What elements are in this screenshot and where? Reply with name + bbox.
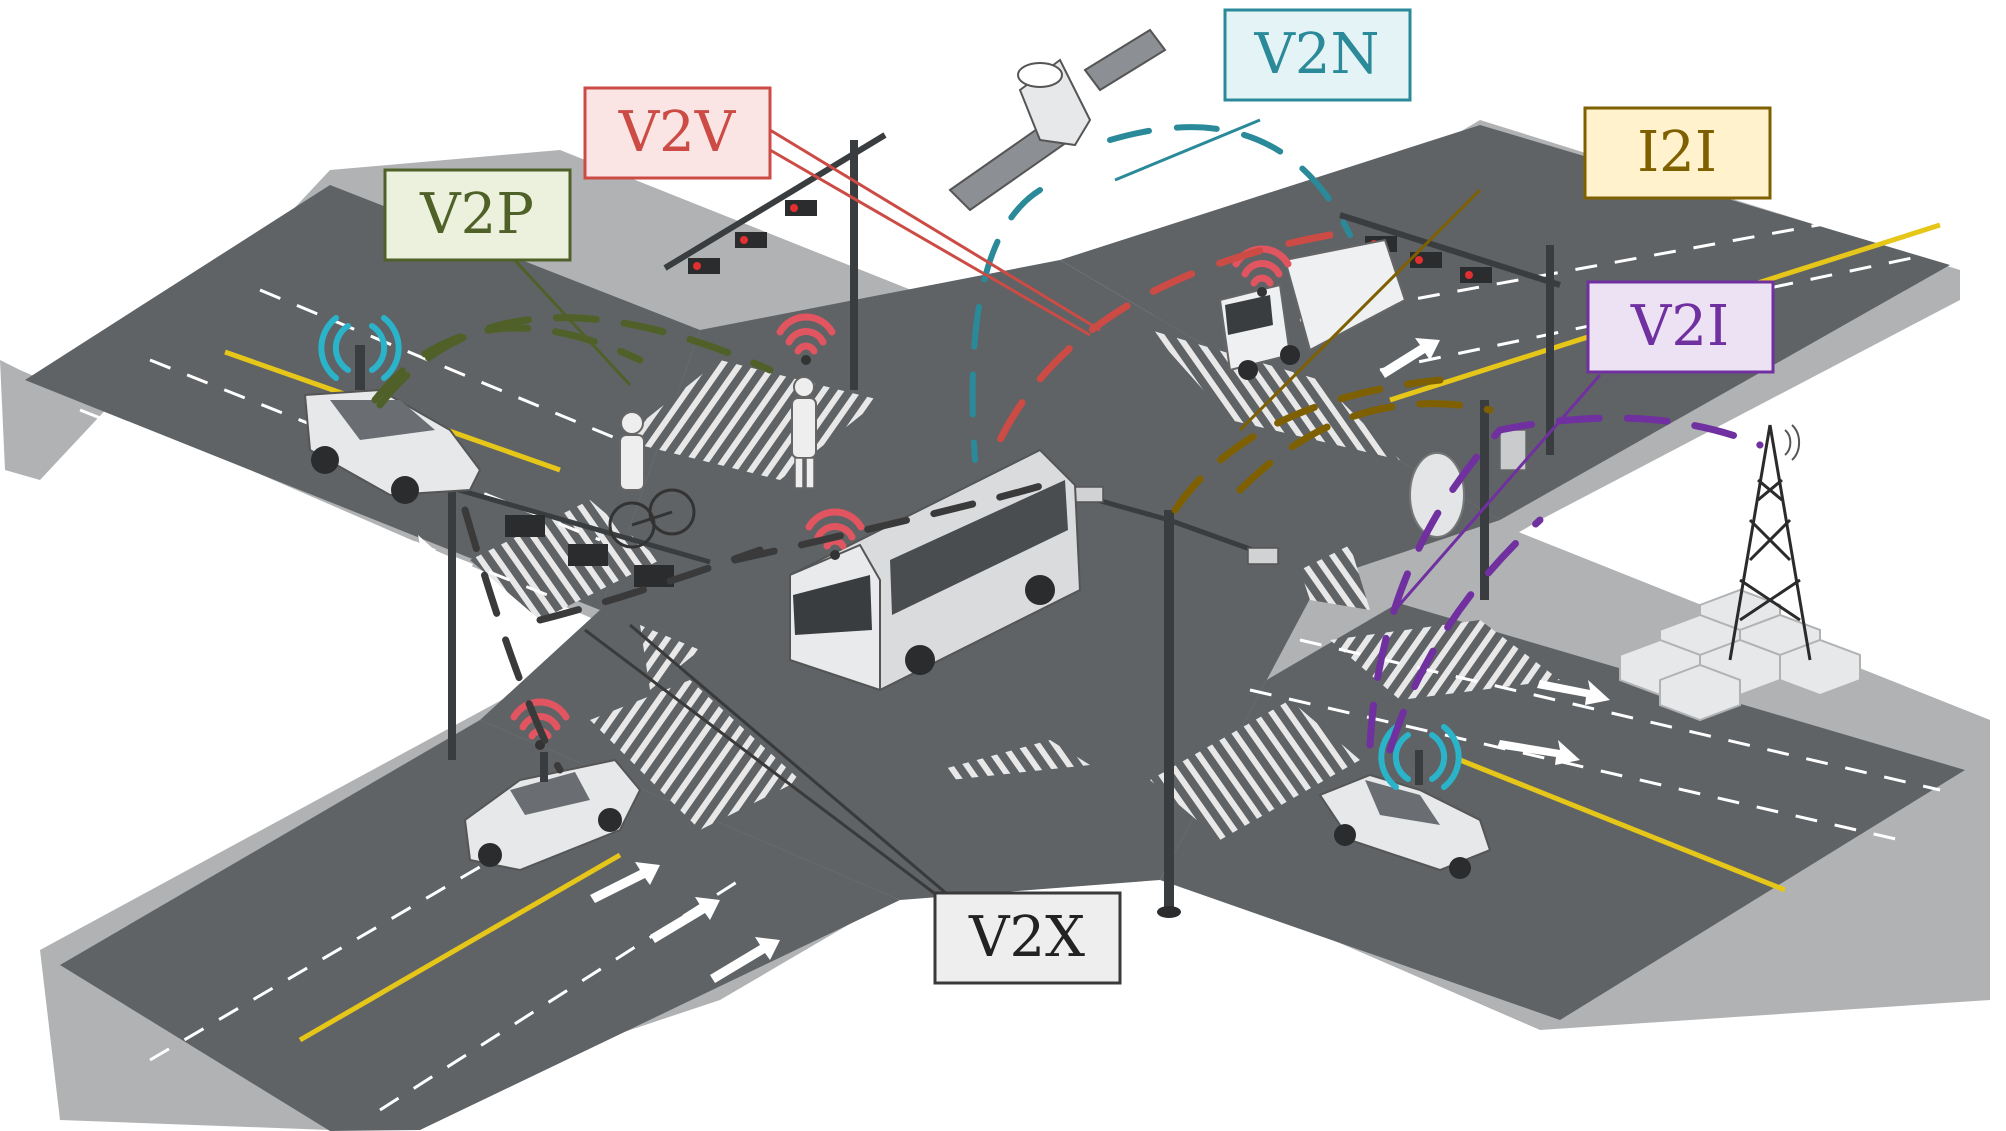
v2p-pointer xyxy=(508,253,632,387)
pedestrian-standing xyxy=(791,376,817,489)
antenna-dish xyxy=(1409,400,1527,600)
callout-v2p: V2P xyxy=(383,168,572,262)
v2x-pointer xyxy=(584,628,951,907)
sedan-car-east xyxy=(1318,750,1492,879)
median-island-center xyxy=(940,740,1090,780)
crosswalk-south-west xyxy=(590,680,800,830)
v2v-link xyxy=(996,231,1334,444)
i2i-pointer xyxy=(1238,188,1482,432)
callout-v2i: V2I xyxy=(1586,280,1775,374)
bus xyxy=(789,448,1082,692)
callout-v2v-label: V2V xyxy=(618,100,737,165)
v2v-pointer xyxy=(769,128,1101,332)
callout-i2i: I2I xyxy=(1583,106,1772,200)
satellite-icon xyxy=(948,28,1167,212)
traffic-light-north xyxy=(663,132,887,390)
v2x-pointer xyxy=(629,623,961,907)
road-south-arm xyxy=(60,720,900,1131)
camera-pole xyxy=(1074,486,1279,918)
v2i-pointer xyxy=(1393,374,1602,611)
lane-arrows xyxy=(372,338,1610,983)
callout-v2v: V2V xyxy=(583,86,772,180)
sign-pole-west xyxy=(448,455,711,760)
cell-tower-icon xyxy=(1619,424,1861,722)
v2n-pointer xyxy=(1114,118,1261,182)
callout-v2p-label: V2P xyxy=(419,182,534,247)
sedan-car-south xyxy=(463,752,642,872)
road-north-arm xyxy=(1060,125,1950,520)
callout-v2n-label: V2N xyxy=(1253,22,1379,87)
suv-car xyxy=(303,345,482,504)
v2i-links xyxy=(1366,414,1764,754)
callout-i2i-label: I2I xyxy=(1637,120,1717,185)
i2i-links xyxy=(1171,376,1494,514)
v2x-links xyxy=(461,476,1064,774)
crosswalk-west xyxy=(470,500,660,620)
v2n-links xyxy=(969,124,1353,463)
callout-v2n: V2N xyxy=(1223,8,1412,102)
median-island-east xyxy=(1300,545,1370,610)
truck xyxy=(1218,238,1407,380)
callout-v2x-label: V2X xyxy=(968,905,1085,970)
crosswalk-south-east xyxy=(1150,700,1360,840)
pedestrian-cyclist xyxy=(608,411,696,549)
callout-v2i-label: V2I xyxy=(1630,294,1729,359)
callout-v2x: V2X xyxy=(933,891,1122,985)
v2v-pointer xyxy=(769,148,1091,337)
v2p-links xyxy=(371,314,774,409)
